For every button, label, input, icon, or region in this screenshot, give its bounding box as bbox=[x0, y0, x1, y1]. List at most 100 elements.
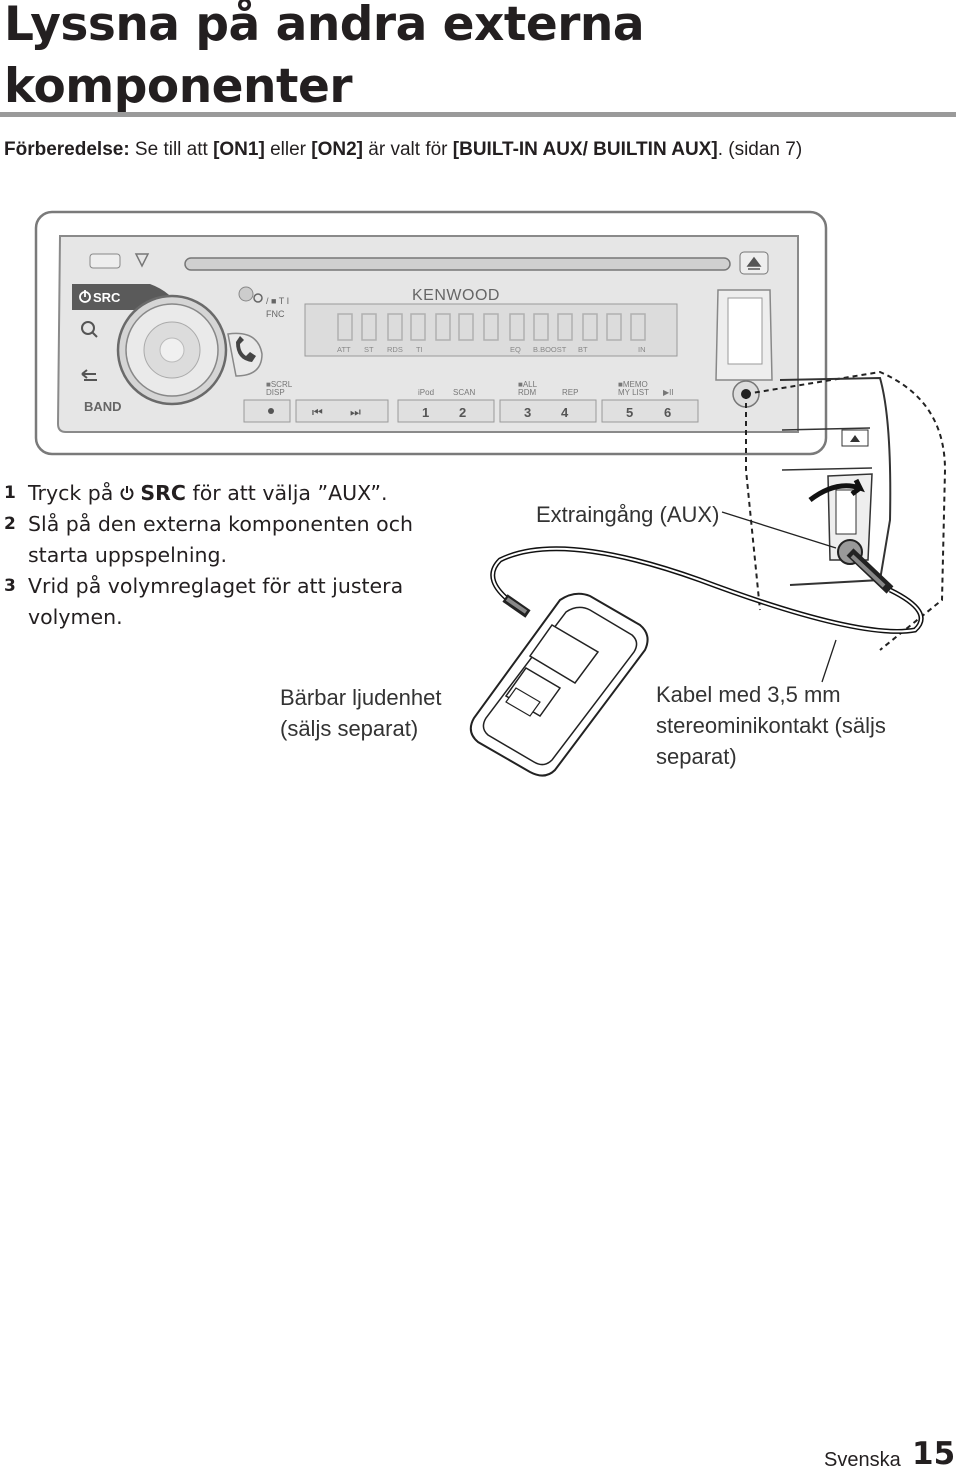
ti-label: / ■ T I bbox=[266, 296, 289, 306]
indicator-rds: RDS bbox=[387, 345, 403, 354]
cable-callout-line-2: stereominikontakt (säljs bbox=[656, 713, 886, 738]
step-1-number: 1 bbox=[4, 483, 16, 503]
step-2: 2 Slå på den externa komponenten och star… bbox=[4, 509, 474, 571]
preset-2: 2 bbox=[459, 405, 466, 420]
play-pause-icon: ▶II bbox=[663, 388, 674, 397]
indicator-in: IN bbox=[638, 345, 646, 354]
preset-1: 1 bbox=[422, 405, 429, 420]
remote-sensor bbox=[727, 297, 763, 365]
portable-audio-device bbox=[469, 592, 649, 777]
audio-cable bbox=[490, 546, 924, 634]
cable-callout-line bbox=[821, 639, 837, 683]
ti-indicator bbox=[238, 286, 254, 302]
phone-icon bbox=[236, 336, 256, 362]
eject-icon bbox=[746, 256, 762, 270]
faceplate bbox=[56, 235, 799, 433]
aux-jack-icon bbox=[741, 389, 751, 399]
step-3-text: Vrid på volymreglaget för att justera vo… bbox=[28, 574, 404, 629]
receiver-outline bbox=[34, 210, 828, 456]
preparation-text-2: eller bbox=[264, 139, 312, 160]
aux-jack bbox=[732, 380, 760, 408]
page-title: Lyssna på andra externa komponenter bbox=[4, 0, 645, 114]
volume-knob bbox=[116, 294, 228, 406]
back-icon bbox=[81, 369, 97, 381]
cable-callout: Kabel med 3,5 mm stereominikontakt (sälj… bbox=[656, 679, 886, 772]
aux-jack-closeup bbox=[779, 376, 894, 594]
on2-setting: [ON2] bbox=[311, 139, 364, 160]
preparation-text-1: Se till att bbox=[129, 139, 214, 160]
step-1-text-pre: Tryck på bbox=[28, 481, 120, 505]
scan-label: SCAN bbox=[453, 388, 475, 397]
search-small-icon bbox=[253, 293, 263, 303]
power-icon bbox=[79, 291, 91, 303]
step-3-number: 3 bbox=[4, 576, 16, 596]
release-arrow-icon bbox=[134, 253, 150, 268]
on1-setting: [ON1] bbox=[213, 139, 265, 160]
indicator-att: ATT bbox=[337, 345, 351, 354]
preset-4: 4 bbox=[561, 405, 569, 420]
aux-input-callout: Extraingång (AUX) bbox=[536, 502, 720, 527]
step-2-number: 2 bbox=[4, 514, 16, 534]
step-1: 1 Tryck på SRC för att välja ”AUX”. bbox=[4, 478, 474, 509]
search-icon bbox=[81, 321, 95, 335]
step-1-text-post: för att välja ”AUX”. bbox=[185, 481, 388, 505]
display-panel bbox=[304, 303, 678, 357]
device-screen bbox=[528, 624, 600, 684]
display-indicators: ATT ST RDS TI EQ B.BOOST BT IN bbox=[337, 345, 646, 354]
disc-slot bbox=[184, 257, 731, 271]
display-segments bbox=[337, 313, 646, 341]
cable-callout-line-1: Kabel med 3,5 mm bbox=[656, 682, 841, 707]
preparation-text-3: är valt för bbox=[363, 139, 453, 160]
fnc-label: FNC bbox=[266, 309, 285, 319]
preset-6: 6 bbox=[664, 405, 671, 420]
power-icon bbox=[120, 479, 134, 501]
cable-plug bbox=[502, 594, 531, 618]
band-label: BAND bbox=[84, 399, 122, 414]
indicator-eq: EQ bbox=[510, 345, 521, 354]
release-button bbox=[89, 253, 121, 269]
src-button-label: SRC bbox=[93, 290, 121, 305]
preset-3: 3 bbox=[524, 405, 531, 420]
portable-device-callout-line-2: (säljs separat) bbox=[280, 716, 419, 741]
cable-callout-line-3: separat) bbox=[656, 744, 737, 769]
indicator-st: ST bbox=[364, 345, 374, 354]
title-rule bbox=[0, 112, 956, 117]
step-2-text: Slå på den externa komponenten och start… bbox=[28, 512, 413, 567]
step-1-src: SRC bbox=[140, 481, 186, 505]
zoom-line-left bbox=[745, 394, 761, 611]
rdm-label: RDM bbox=[518, 388, 537, 397]
portable-device-callout-line-1: Bärbar ljudenhet bbox=[280, 685, 442, 710]
portable-device-callout: Bärbar ljudenhet (säljs separat) bbox=[280, 682, 441, 744]
ipod-label: iPod bbox=[418, 388, 434, 397]
aux-callout-line bbox=[721, 511, 837, 549]
prev-track-icon: ⏮ bbox=[312, 405, 323, 419]
preset-5: 5 bbox=[626, 405, 633, 420]
step-3: 3 Vrid på volymreglaget för att justera v… bbox=[4, 571, 474, 633]
disp-label: DISP bbox=[266, 388, 285, 397]
eject-button bbox=[739, 251, 769, 275]
next-track-icon: ⏭ bbox=[350, 405, 361, 419]
zoom-line-right bbox=[745, 370, 947, 651]
steps-list: 1 Tryck på SRC för att välja ”AUX”. 2 Slå … bbox=[4, 478, 474, 633]
page-number: 15 bbox=[912, 1436, 956, 1472]
src-button bbox=[72, 284, 180, 310]
preparation-label: Förberedelse: bbox=[4, 139, 130, 160]
device-control-pad bbox=[504, 667, 562, 717]
mylist-label: MY LIST bbox=[618, 388, 649, 397]
all-label: ■ALL bbox=[518, 380, 538, 389]
memo-label: ■MEMO bbox=[618, 380, 648, 389]
right-panel bbox=[715, 289, 773, 381]
phone-button bbox=[227, 332, 263, 377]
rep-label: REP bbox=[562, 388, 578, 397]
band-button bbox=[76, 396, 136, 416]
scrl-label: ■SCRL bbox=[266, 380, 293, 389]
brand-logo: KENWOOD bbox=[412, 287, 500, 304]
preparation-note: Förberedelse: Se till att [ON1] eller [O… bbox=[4, 137, 954, 163]
footer-language: Svenska bbox=[824, 1449, 901, 1471]
preset-row: ⏮ ⏭ 1 2 3 4 5 6 bbox=[243, 399, 699, 423]
indicator-ti: TI bbox=[416, 345, 423, 354]
indicator-bboost: B.BOOST bbox=[533, 345, 567, 354]
indicator-bt: BT bbox=[578, 345, 588, 354]
preparation-text-4: . (sidan 7) bbox=[717, 139, 803, 160]
aux-setting: [BUILT-IN AUX/ BUILTIN AUX] bbox=[452, 139, 718, 160]
